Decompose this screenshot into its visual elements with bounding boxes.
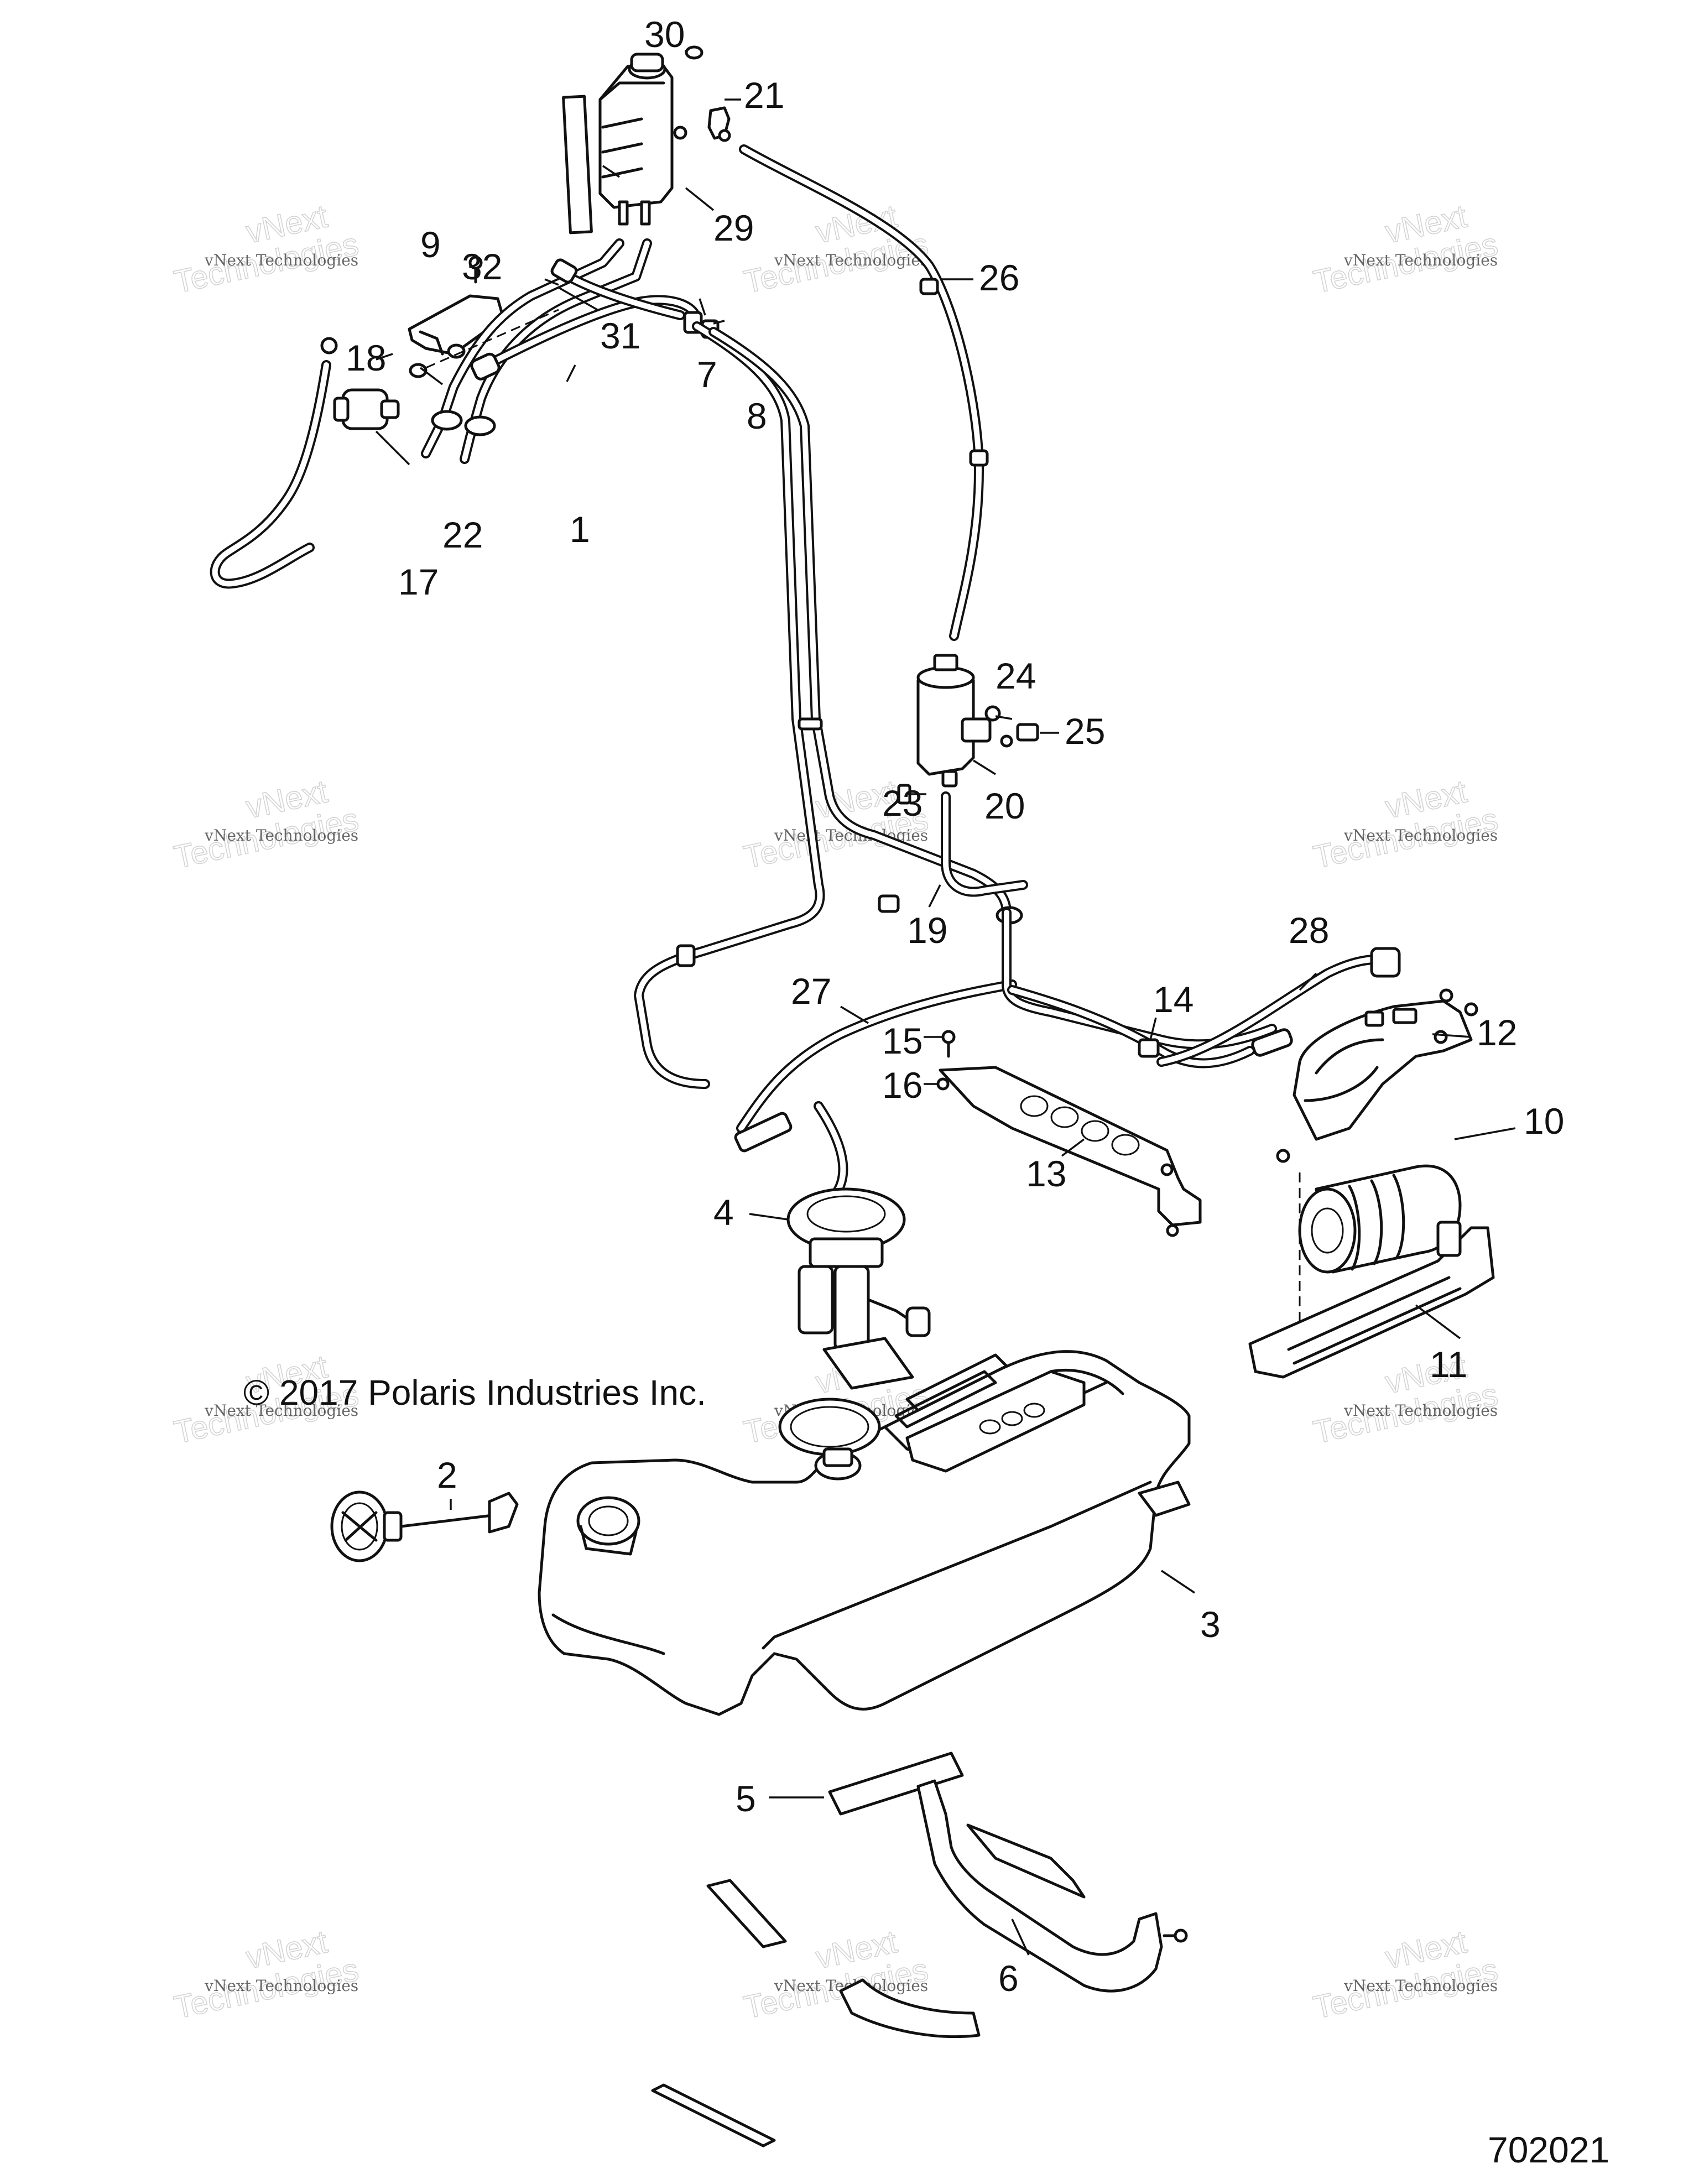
callout-24: 24 — [996, 655, 1036, 696]
tray-11 — [1248, 1221, 1495, 1379]
canister-10 — [1298, 1164, 1462, 1274]
callout-16: 16 — [882, 1065, 923, 1106]
callout-17: 17 — [398, 561, 439, 602]
svg-text:vNext Technologies: vNext Technologies — [774, 251, 928, 269]
callout-7: 7 — [697, 354, 717, 395]
watermark: vNext Technologies vNext Technologies — [170, 1924, 362, 2026]
callout-23: 23 — [882, 783, 923, 823]
pad — [651, 2083, 776, 2147]
svg-text:vNext Technologies: vNext Technologies — [1343, 251, 1498, 269]
watermark: vNext Technologies vNext Technologies — [1310, 198, 1501, 301]
callout-21: 21 — [744, 75, 784, 116]
fastener — [1464, 1002, 1478, 1017]
svg-text:vNext Technologies: vNext Technologies — [204, 826, 358, 845]
callout-15: 15 — [882, 1020, 923, 1061]
callout-3: 3 — [1200, 1604, 1221, 1645]
fastener — [1160, 1163, 1174, 1176]
reservoir-29 — [562, 53, 674, 234]
fastener — [1166, 1224, 1179, 1237]
callout-30: 30 — [644, 14, 685, 55]
callout-11: 11 — [1430, 1344, 1468, 1385]
callout-22: 22 — [442, 514, 483, 555]
diagram-number: 702021 — [1488, 2129, 1609, 2170]
cap-30 — [685, 45, 703, 60]
clip-21 — [707, 106, 731, 142]
callout-5: 5 — [736, 1778, 756, 1819]
callout-4: 4 — [713, 1192, 734, 1233]
bracket-18 — [408, 294, 505, 356]
fuel-line-14 — [1002, 908, 1293, 1068]
watermark: vNext Technologies vNext Technologies — [1310, 1348, 1501, 1451]
screw-24 — [984, 705, 1001, 722]
callout-32: 32 — [462, 246, 502, 287]
callout-6: 6 — [998, 1958, 1019, 1999]
fastener — [1439, 988, 1453, 1003]
strap-6 — [916, 1779, 1188, 1993]
cover-12 — [1293, 999, 1473, 1141]
svg-text:vNext Technologies: vNext Technologies — [1343, 1401, 1498, 1420]
copyright-notice: © 2017 Polaris Industries Inc. — [243, 1373, 706, 1412]
callout-12: 12 — [1477, 1012, 1517, 1053]
hoses-31-32 — [421, 238, 652, 464]
callout-14: 14 — [1153, 979, 1194, 1020]
svg-text:vNext Technologies: vNext Technologies — [204, 1977, 358, 1995]
callouts: 30 21 29 9 32 26 31 18 7 8 22 1 17 24 25… — [346, 14, 1564, 1999]
assembly-dashline — [425, 309, 559, 369]
callout-26: 26 — [979, 257, 1019, 298]
svg-text:vNext Technologies: vNext Technologies — [1343, 1977, 1498, 1995]
watermark: vNext Technologies vNext Technologies — [740, 198, 931, 301]
bolt-15 — [941, 1030, 956, 1058]
clamp-22b — [447, 343, 466, 359]
callout-25: 25 — [1065, 711, 1105, 752]
valve-17 — [210, 337, 400, 589]
callout-27: 27 — [791, 971, 831, 1012]
watermark: vNext Technologies vNext Technologies — [170, 773, 362, 876]
callout-18: 18 — [346, 337, 386, 378]
callout-31: 31 — [600, 315, 640, 356]
bolt-9 — [468, 256, 483, 284]
fuel-pump-4 — [786, 1187, 931, 1390]
callout-1: 1 — [570, 509, 590, 550]
callout-19: 19 — [907, 910, 947, 951]
fastener — [1276, 1149, 1290, 1163]
svg-text:vNext Technologies: vNext Technologies — [204, 251, 358, 269]
callout-13: 13 — [1026, 1153, 1066, 1194]
svg-text:vNext Technologies: vNext Technologies — [204, 1401, 358, 1420]
watermark: vNext Technologies vNext Technologies — [170, 198, 362, 301]
fuel-cap-2 — [330, 1490, 519, 1562]
pad — [966, 1823, 1086, 1899]
svg-text:vNext Technologies: vNext Technologies — [1343, 826, 1498, 845]
filter-20 — [916, 654, 992, 788]
fuel-tank-3 — [538, 1350, 1191, 1716]
watermark: vNext Technologies vNext Technologies — [1310, 773, 1501, 876]
leader-lines — [375, 50, 1516, 1956]
clip-25 — [1000, 723, 1039, 748]
bracket-13 — [939, 1066, 1202, 1227]
callout-2: 2 — [437, 1455, 457, 1495]
clamp-22 — [409, 363, 428, 378]
callout-28: 28 — [1289, 910, 1329, 951]
fastener — [673, 126, 687, 140]
callout-8: 8 — [747, 395, 767, 436]
callout-20: 20 — [984, 785, 1025, 826]
pad — [839, 1978, 981, 2039]
callout-9: 9 — [420, 224, 441, 265]
nut-16 — [936, 1077, 950, 1091]
callout-29: 29 — [713, 207, 754, 248]
fastener — [1434, 1030, 1448, 1044]
pad-5 — [828, 1752, 964, 1816]
fuel-line-1 — [470, 258, 702, 380]
watermark: vNext Technologies vNext Technologies — [1310, 1924, 1501, 2026]
pad — [706, 1879, 787, 1948]
callout-10: 10 — [1524, 1101, 1564, 1141]
vent-hose-26 — [739, 144, 989, 641]
